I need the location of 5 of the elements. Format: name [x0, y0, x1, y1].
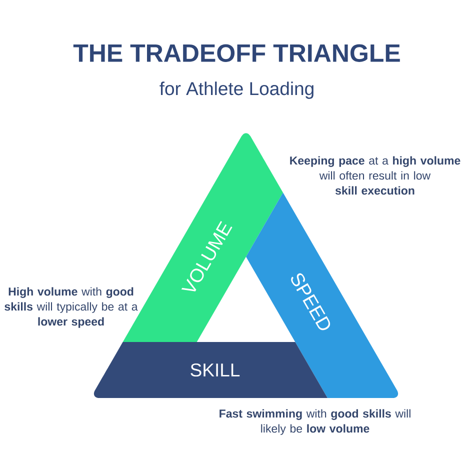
note-text: Fast swimming with good skills will likely be low volume — [220, 409, 410, 435]
title: THE TRADEOFF TRIANGLE — [73, 44, 400, 62]
skill-band: SKILL — [94, 342, 328, 398]
subtitle: for Athlete Loading — [160, 82, 314, 99]
note-text: Keeping pace at a high volume will often result in low skill execution — [290, 156, 460, 195]
